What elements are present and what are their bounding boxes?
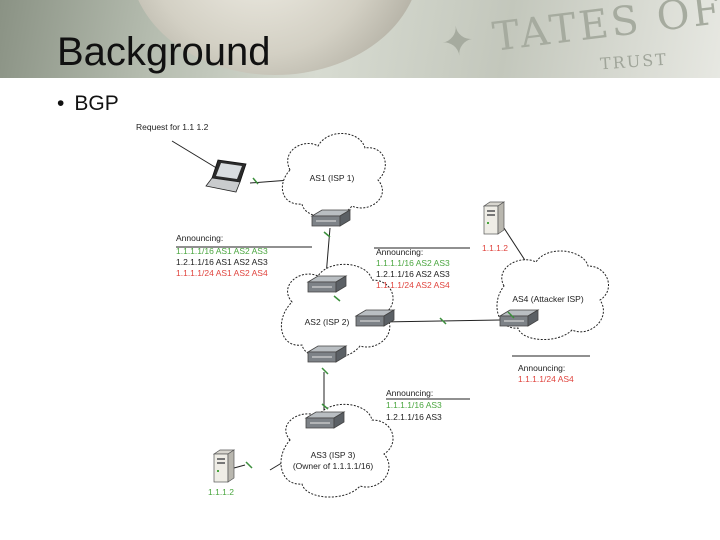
as3-label-line1: AS3 (ISP 3)	[311, 450, 356, 460]
header-banner: ✦ TATES OF TRUST	[0, 0, 720, 78]
server-top-ip: 1.1.1.2	[482, 243, 508, 253]
router-as3	[305, 411, 345, 429]
announce-left-line2: 1.2.1.1/16 AS1 AS2 AS3	[176, 257, 268, 267]
as2-label: AS2 (ISP 2)	[305, 317, 350, 327]
announce-left: Announcing: 1.1.1.1/16 AS1 AS2 AS3 1.2.1…	[176, 233, 268, 278]
router-as4	[499, 309, 539, 327]
announce-as4: Announcing: 1.1.1.1/24 AS4	[518, 363, 574, 384]
announce-as4-line1: 1.1.1.1/24 AS4	[518, 374, 574, 384]
announce-as3-line1: 1.1.1.1/16 AS3	[386, 400, 442, 410]
announce-mid-heading: Announcing:	[376, 247, 423, 257]
as3-label-line2: (Owner of 1.1.1.1/16)	[293, 461, 373, 471]
as1-label: AS1 (ISP 1)	[310, 173, 355, 183]
bullet-dot: •	[57, 92, 65, 115]
server-icon-bottom	[213, 449, 235, 483]
announce-as3: Announcing: 1.1.1.1/16 AS3 1.2.1.1/16 AS…	[386, 388, 442, 422]
announce-mid: Announcing: 1.1.1.1/16 AS2 AS3 1.2.1.1/1…	[376, 247, 450, 290]
request-label: Request for 1.1 1.2	[136, 122, 209, 132]
router-as1	[311, 209, 351, 227]
announce-as3-line2: 1.2.1.1/16 AS3	[386, 412, 442, 422]
as4-label: AS4 (Attacker ISP)	[512, 294, 583, 304]
link-markers	[245, 177, 515, 469]
laptop-icon	[205, 159, 247, 193]
slide-title: Background	[57, 30, 271, 74]
announce-as3-heading: Announcing:	[386, 388, 433, 398]
bullet-text: BGP	[74, 92, 119, 115]
router-as2-bottom	[307, 345, 347, 363]
router-as2-top	[307, 275, 347, 293]
announce-as4-heading: Announcing:	[518, 363, 565, 373]
announce-mid-line1: 1.1.1.1/16 AS2 AS3	[376, 258, 450, 268]
server-bottom-ip: 1.1.1.2	[208, 487, 234, 497]
announce-left-line1: 1.1.1.1/16 AS1 AS2 AS3	[176, 246, 268, 256]
bullet-item: • BGP	[57, 92, 119, 116]
cloud-as1: AS1 (ISP 1)	[281, 133, 386, 218]
router-as2-right	[355, 309, 395, 327]
announce-left-line3: 1.1.1.1/24 AS1 AS2 AS4	[176, 268, 268, 278]
server-icon-top	[483, 201, 505, 235]
announce-mid-line3: 1.1.1.1/24 AS2 AS4	[376, 280, 450, 290]
announce-mid-line2: 1.2.1.1/16 AS2 AS3	[376, 269, 450, 279]
announce-left-heading: Announcing:	[176, 233, 223, 243]
